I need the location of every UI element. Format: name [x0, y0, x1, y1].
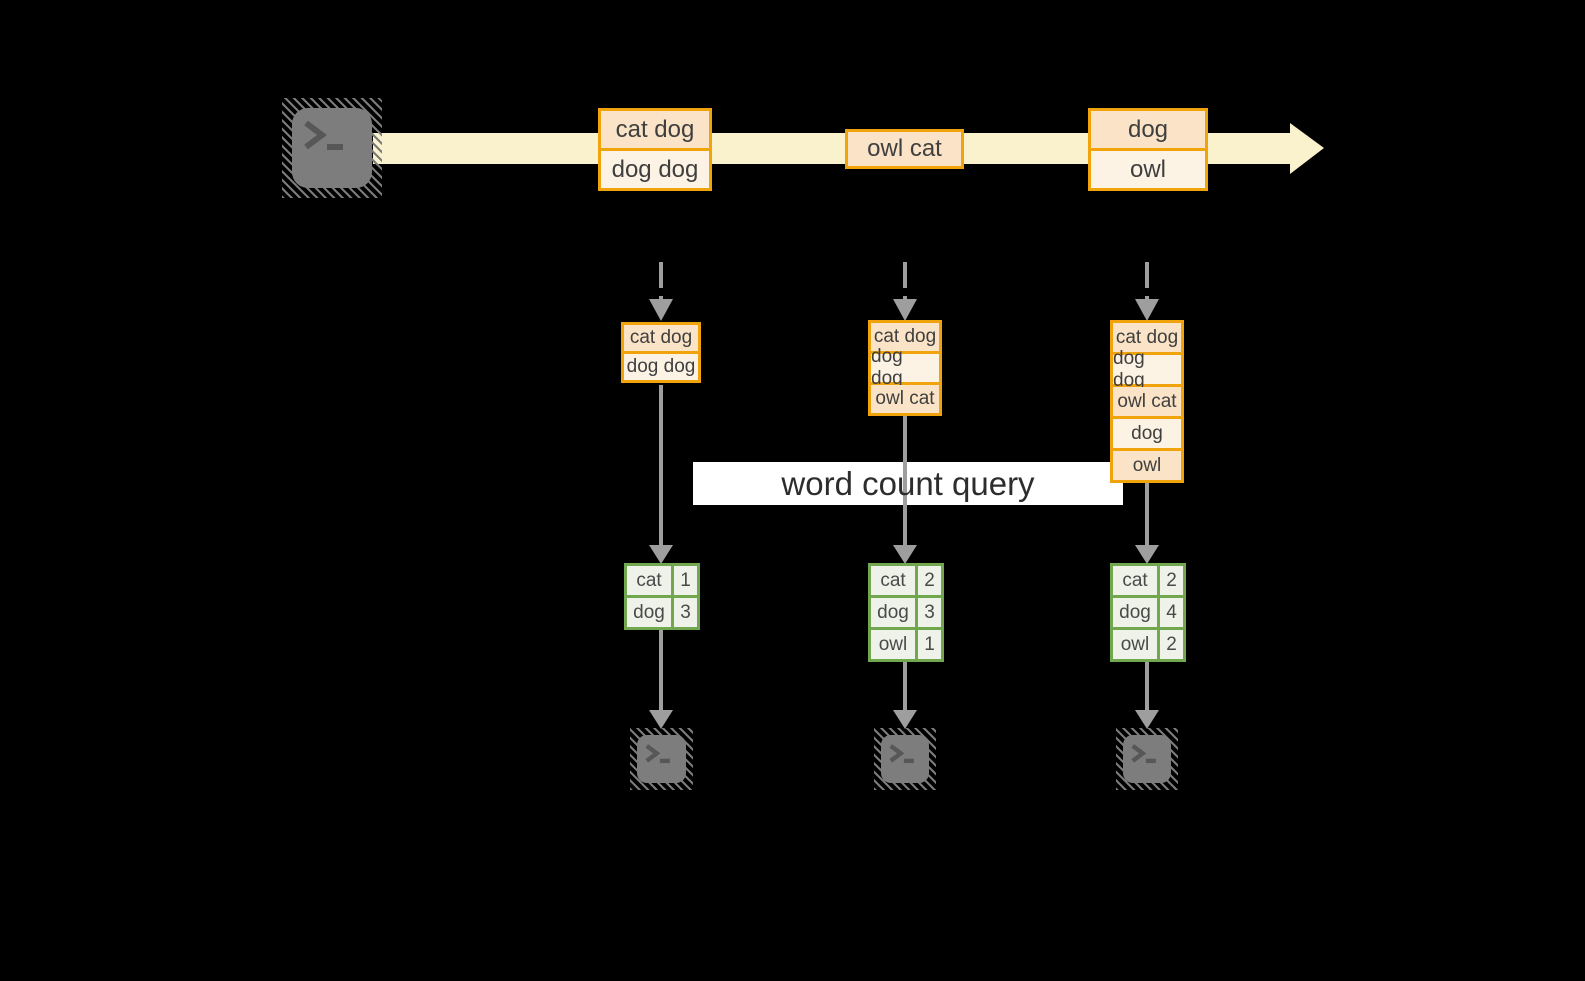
word-cell: cat — [627, 566, 671, 595]
stream-batch-box-1: cat dog dog dog — [598, 108, 712, 191]
input-item: owl — [1113, 451, 1181, 480]
count-cell: 2 — [1160, 566, 1183, 595]
word-cell: dog — [627, 598, 671, 627]
word-count-table-1: cat 1 dog 3 — [624, 563, 700, 630]
dashed-arrow-3-head — [1135, 299, 1159, 321]
terminal-prompt-icon — [889, 744, 914, 764]
input-item: dog dog — [624, 354, 698, 380]
accumulated-input-box-1: cat dog dog dog — [621, 322, 701, 383]
input-item: owl cat — [1113, 387, 1181, 416]
terminal-icon — [292, 108, 372, 188]
source-terminal-icon — [282, 98, 382, 198]
terminal-icon — [1123, 735, 1171, 783]
stream-batch-box-3: dog owl — [1088, 108, 1208, 191]
query-band — [693, 462, 1123, 505]
input-item: dog — [1113, 419, 1181, 448]
output-arrow-3-head — [1135, 710, 1159, 729]
stream-batch-box-2: owl cat — [845, 129, 964, 169]
word-count-table-3: cat 2 dog 4 owl 2 — [1110, 563, 1186, 662]
word-count-table-2: cat 2 dog 3 owl 1 — [868, 563, 944, 662]
terminal-icon — [637, 735, 686, 783]
terminal-prompt-icon — [304, 120, 343, 150]
stream-arrow-head — [1290, 123, 1324, 174]
word-cell: owl — [1113, 630, 1157, 659]
batch-item: dog — [1091, 111, 1205, 148]
terminal-icon — [881, 735, 929, 783]
word-cell: dog — [871, 598, 915, 627]
dashed-arrow-2-head — [893, 299, 917, 321]
count-cell: 2 — [918, 566, 941, 595]
sink-terminal-icon-1 — [630, 728, 693, 790]
word-cell: cat — [871, 566, 915, 595]
query-arrow-2-head — [893, 545, 917, 564]
dashed-arrow-1-head — [649, 299, 673, 321]
input-item: owl cat — [871, 385, 939, 413]
word-cell: dog — [1113, 598, 1157, 627]
terminal-prompt-icon — [645, 744, 670, 764]
input-item: cat dog — [871, 323, 939, 351]
word-cell: cat — [1113, 566, 1157, 595]
input-item: dog dog — [1113, 348, 1181, 391]
batch-item: owl — [1091, 151, 1205, 188]
count-cell: 1 — [918, 630, 941, 659]
sink-terminal-icon-3 — [1116, 728, 1178, 790]
output-arrow-1-head — [649, 710, 673, 729]
query-arrow-1-head — [649, 545, 673, 564]
count-cell: 3 — [918, 598, 941, 627]
query-label: word count query — [781, 464, 1035, 502]
count-cell: 4 — [1160, 598, 1183, 627]
output-arrow-2-head — [893, 710, 917, 729]
batch-item: dog dog — [601, 151, 709, 188]
word-cell: owl — [871, 630, 915, 659]
count-cell: 2 — [1160, 630, 1183, 659]
input-item: dog dog — [871, 346, 939, 389]
input-item: cat dog — [1113, 323, 1181, 352]
sink-terminal-icon-2 — [874, 728, 936, 790]
terminal-prompt-icon — [1131, 744, 1156, 764]
accumulated-input-box-2: cat dog dog dog owl cat — [868, 320, 942, 416]
batch-item: owl cat — [848, 132, 961, 166]
batch-item: cat dog — [601, 111, 709, 148]
count-cell: 1 — [674, 566, 697, 595]
query-arrow-3-head — [1135, 545, 1159, 564]
input-item: cat dog — [624, 325, 698, 351]
count-cell: 3 — [674, 598, 697, 627]
accumulated-input-box-3: cat dog dog dog owl cat dog owl — [1110, 320, 1184, 483]
